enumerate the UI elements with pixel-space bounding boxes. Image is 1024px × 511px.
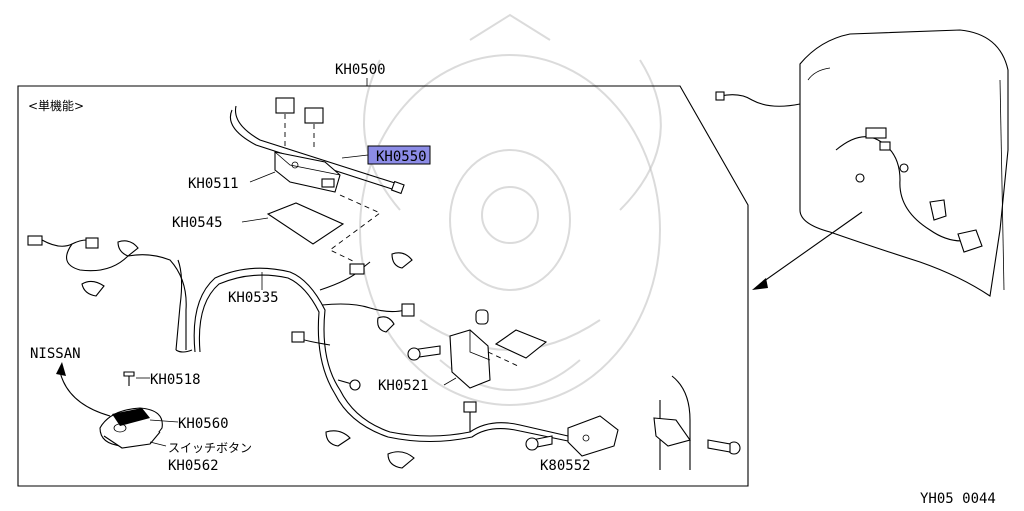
clip-2	[325, 430, 351, 447]
diagram-frame	[17, 85, 749, 487]
brand-label: NISSAN	[30, 346, 81, 362]
label-kh0511: KH0511	[188, 176, 239, 192]
key-fob	[99, 407, 163, 449]
adhesive-pad	[266, 202, 345, 245]
label-kh0535: KH0535	[228, 290, 279, 306]
label-kh0550: KH0550	[376, 149, 427, 165]
brand-arrow	[59, 371, 111, 417]
footer-code: YH05 0044	[920, 491, 996, 506]
bracket	[407, 329, 491, 389]
grommet	[475, 309, 489, 325]
label-kh0518: KH0518	[150, 372, 201, 388]
watermark-emblem	[359, 13, 662, 406]
label-kh0560: KH0560	[178, 416, 229, 432]
adhesive-pad-2	[494, 329, 548, 359]
label-kh0521: KH0521	[378, 378, 429, 394]
door-switch	[525, 415, 619, 457]
clip-1	[391, 252, 413, 269]
main-harness	[193, 261, 569, 443]
tag-square-1	[275, 97, 295, 114]
pointer-arrow	[759, 211, 863, 285]
switch-caption: スイッチボタン	[168, 441, 252, 455]
left-harness	[27, 235, 193, 353]
label-k80552: K80552	[540, 458, 591, 474]
section-label: <単機能>	[28, 98, 84, 113]
label-kh0545: KH0545	[172, 215, 223, 231]
clip-3	[387, 451, 415, 469]
assembly-label: KH0500	[335, 62, 386, 78]
receiver-unit	[274, 151, 341, 193]
label-kh0562: KH0562	[168, 458, 219, 474]
pillar-detail	[653, 375, 741, 470]
screw	[123, 371, 135, 386]
door-panel-view	[715, 29, 1009, 297]
tag-square-2	[304, 107, 324, 124]
